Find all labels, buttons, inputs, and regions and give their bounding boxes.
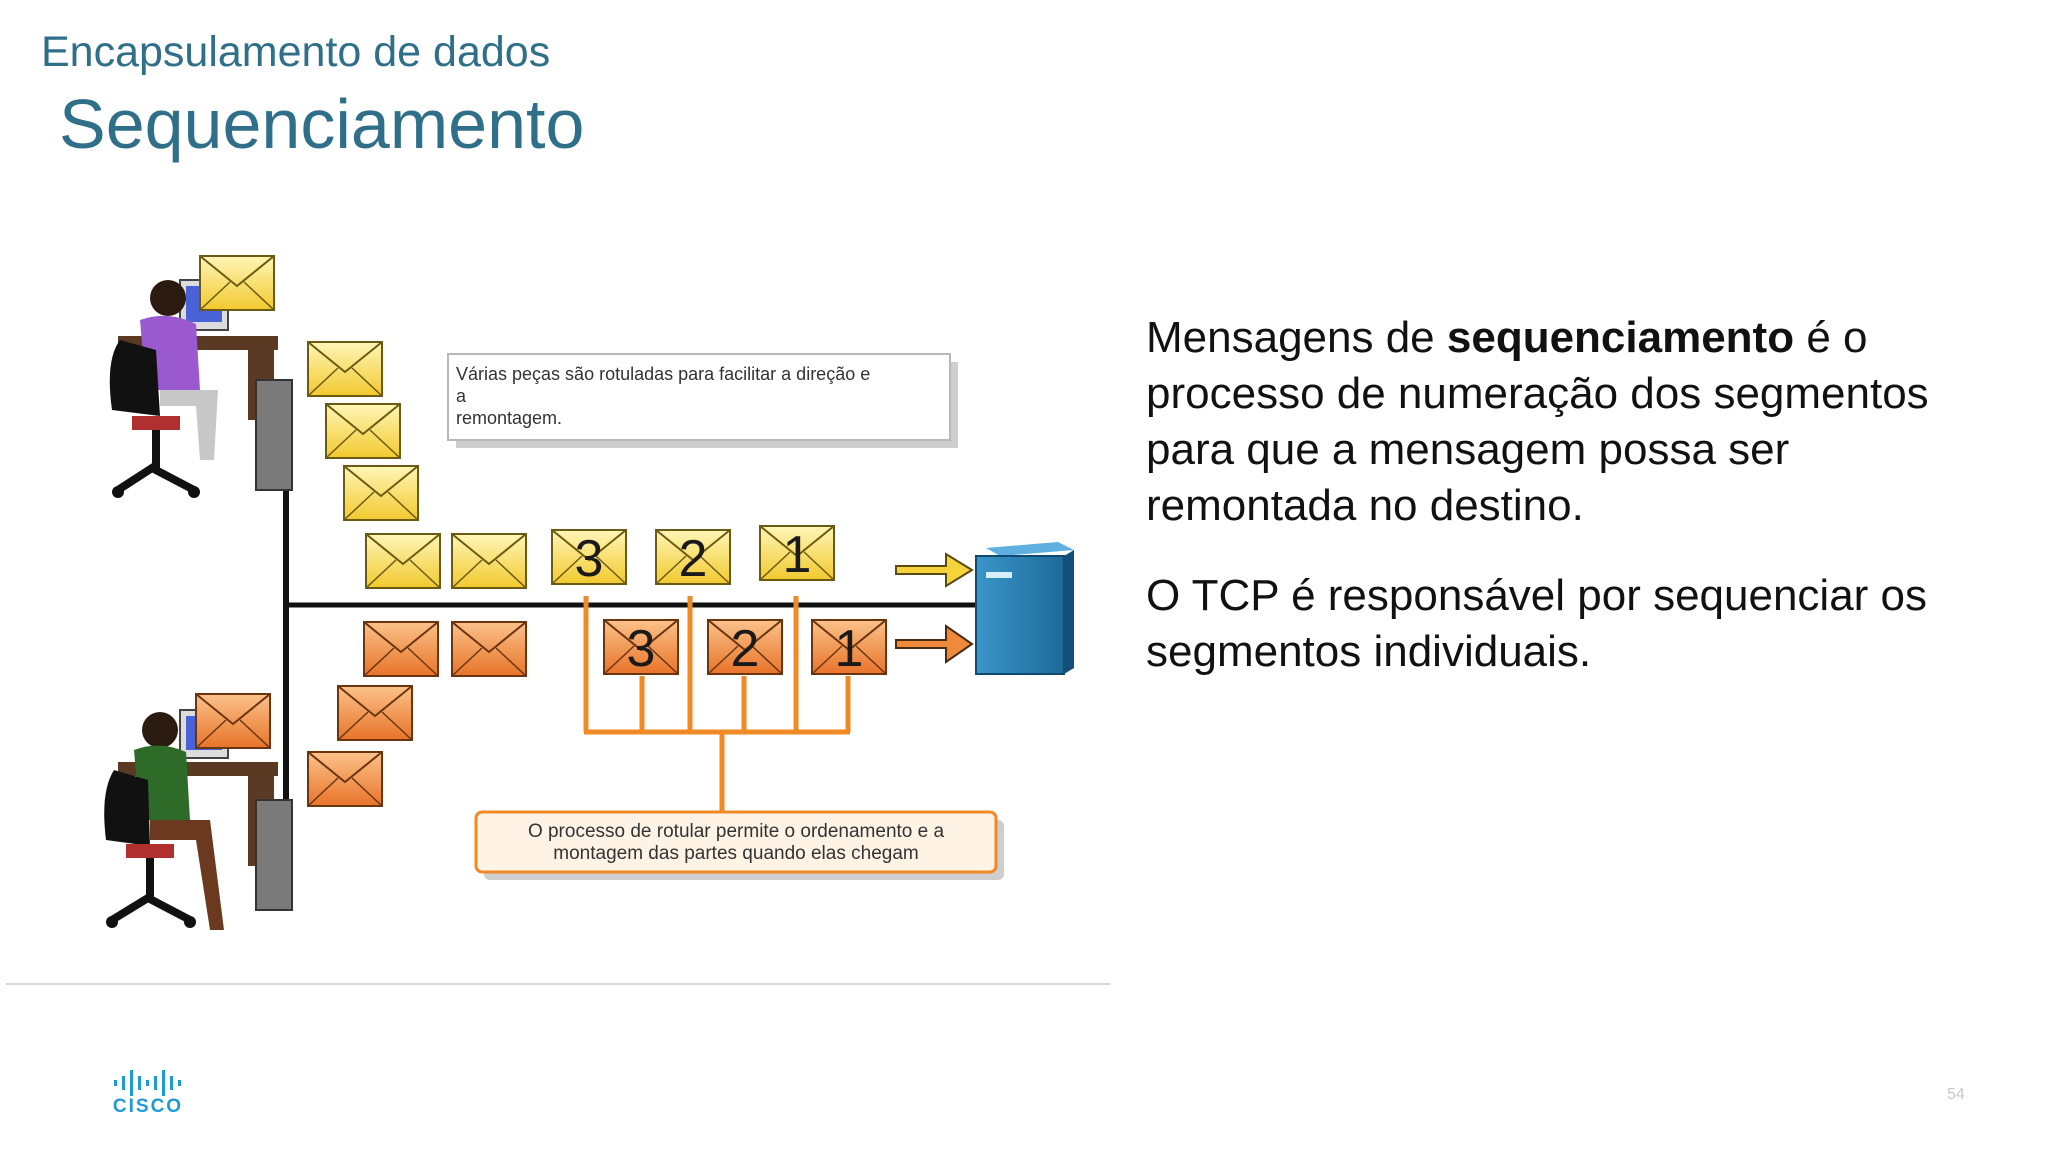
- svg-text:2: 2: [679, 530, 708, 588]
- tcp-paragraph: O TCP é responsável por sequenciar os se…: [1146, 571, 1928, 676]
- top-numbered-segments: 3 2 1: [551, 525, 835, 588]
- svg-text:1: 1: [835, 620, 864, 678]
- svg-text:CISCO: CISCO: [113, 1096, 183, 1114]
- top-segment-2: 2: [655, 529, 731, 588]
- top-segment-1: 1: [759, 525, 835, 584]
- page-number: 54: [1947, 1086, 1965, 1103]
- orange-arrow: [895, 624, 974, 664]
- yellow-arrow: [895, 552, 974, 588]
- top-segment-3: 3: [551, 529, 627, 588]
- svg-text:3: 3: [575, 530, 604, 588]
- slide-subtitle: Encapsulamento de dados: [41, 28, 551, 76]
- bottom-callout: O processo de rotular permite o ordename…: [474, 810, 1004, 880]
- bottom-numbered-segments: 3 2 1: [603, 619, 887, 678]
- bottom-segment-3: 3: [603, 619, 679, 678]
- svg-text:2: 2: [731, 620, 760, 678]
- label-bracket: [583, 596, 851, 812]
- svg-text:a: a: [456, 386, 467, 406]
- destination-server: [975, 542, 1074, 675]
- svg-text:montagem das partes quando ela: montagem das partes quando elas chegam: [553, 843, 918, 864]
- sequencing-paragraph: Mensagens de sequenciamento é o processo…: [1146, 313, 1929, 530]
- bottom-segment-1: 1: [811, 619, 887, 678]
- svg-text:Várias peças são rotuladas par: Várias peças são rotuladas para facilita…: [456, 364, 870, 384]
- sequencing-term: sequenciamento: [1446, 313, 1795, 362]
- svg-text:3: 3: [627, 620, 656, 678]
- cisco-logo: CISCO: [112, 1068, 198, 1117]
- svg-text:O processo de rotular permite: O processo de rotular permite o ordename…: [528, 821, 945, 842]
- sequencing-diagram: 3 2 1 3 2 1: [0, 240, 1110, 1000]
- body-text: Mensagens de sequenciamento é o processo…: [1146, 310, 2006, 714]
- top-user-workstation: [109, 279, 293, 498]
- bottom-user-workstation: [104, 709, 293, 930]
- svg-text:remontagem.: remontagem.: [456, 408, 562, 428]
- top-callout: Várias peças são rotuladas para facilita…: [447, 353, 958, 448]
- bottom-segment-2: 2: [707, 619, 783, 678]
- slide-title: Sequenciamento: [59, 85, 585, 163]
- svg-text:1: 1: [783, 526, 812, 584]
- orange-envelope-trail: [195, 621, 527, 807]
